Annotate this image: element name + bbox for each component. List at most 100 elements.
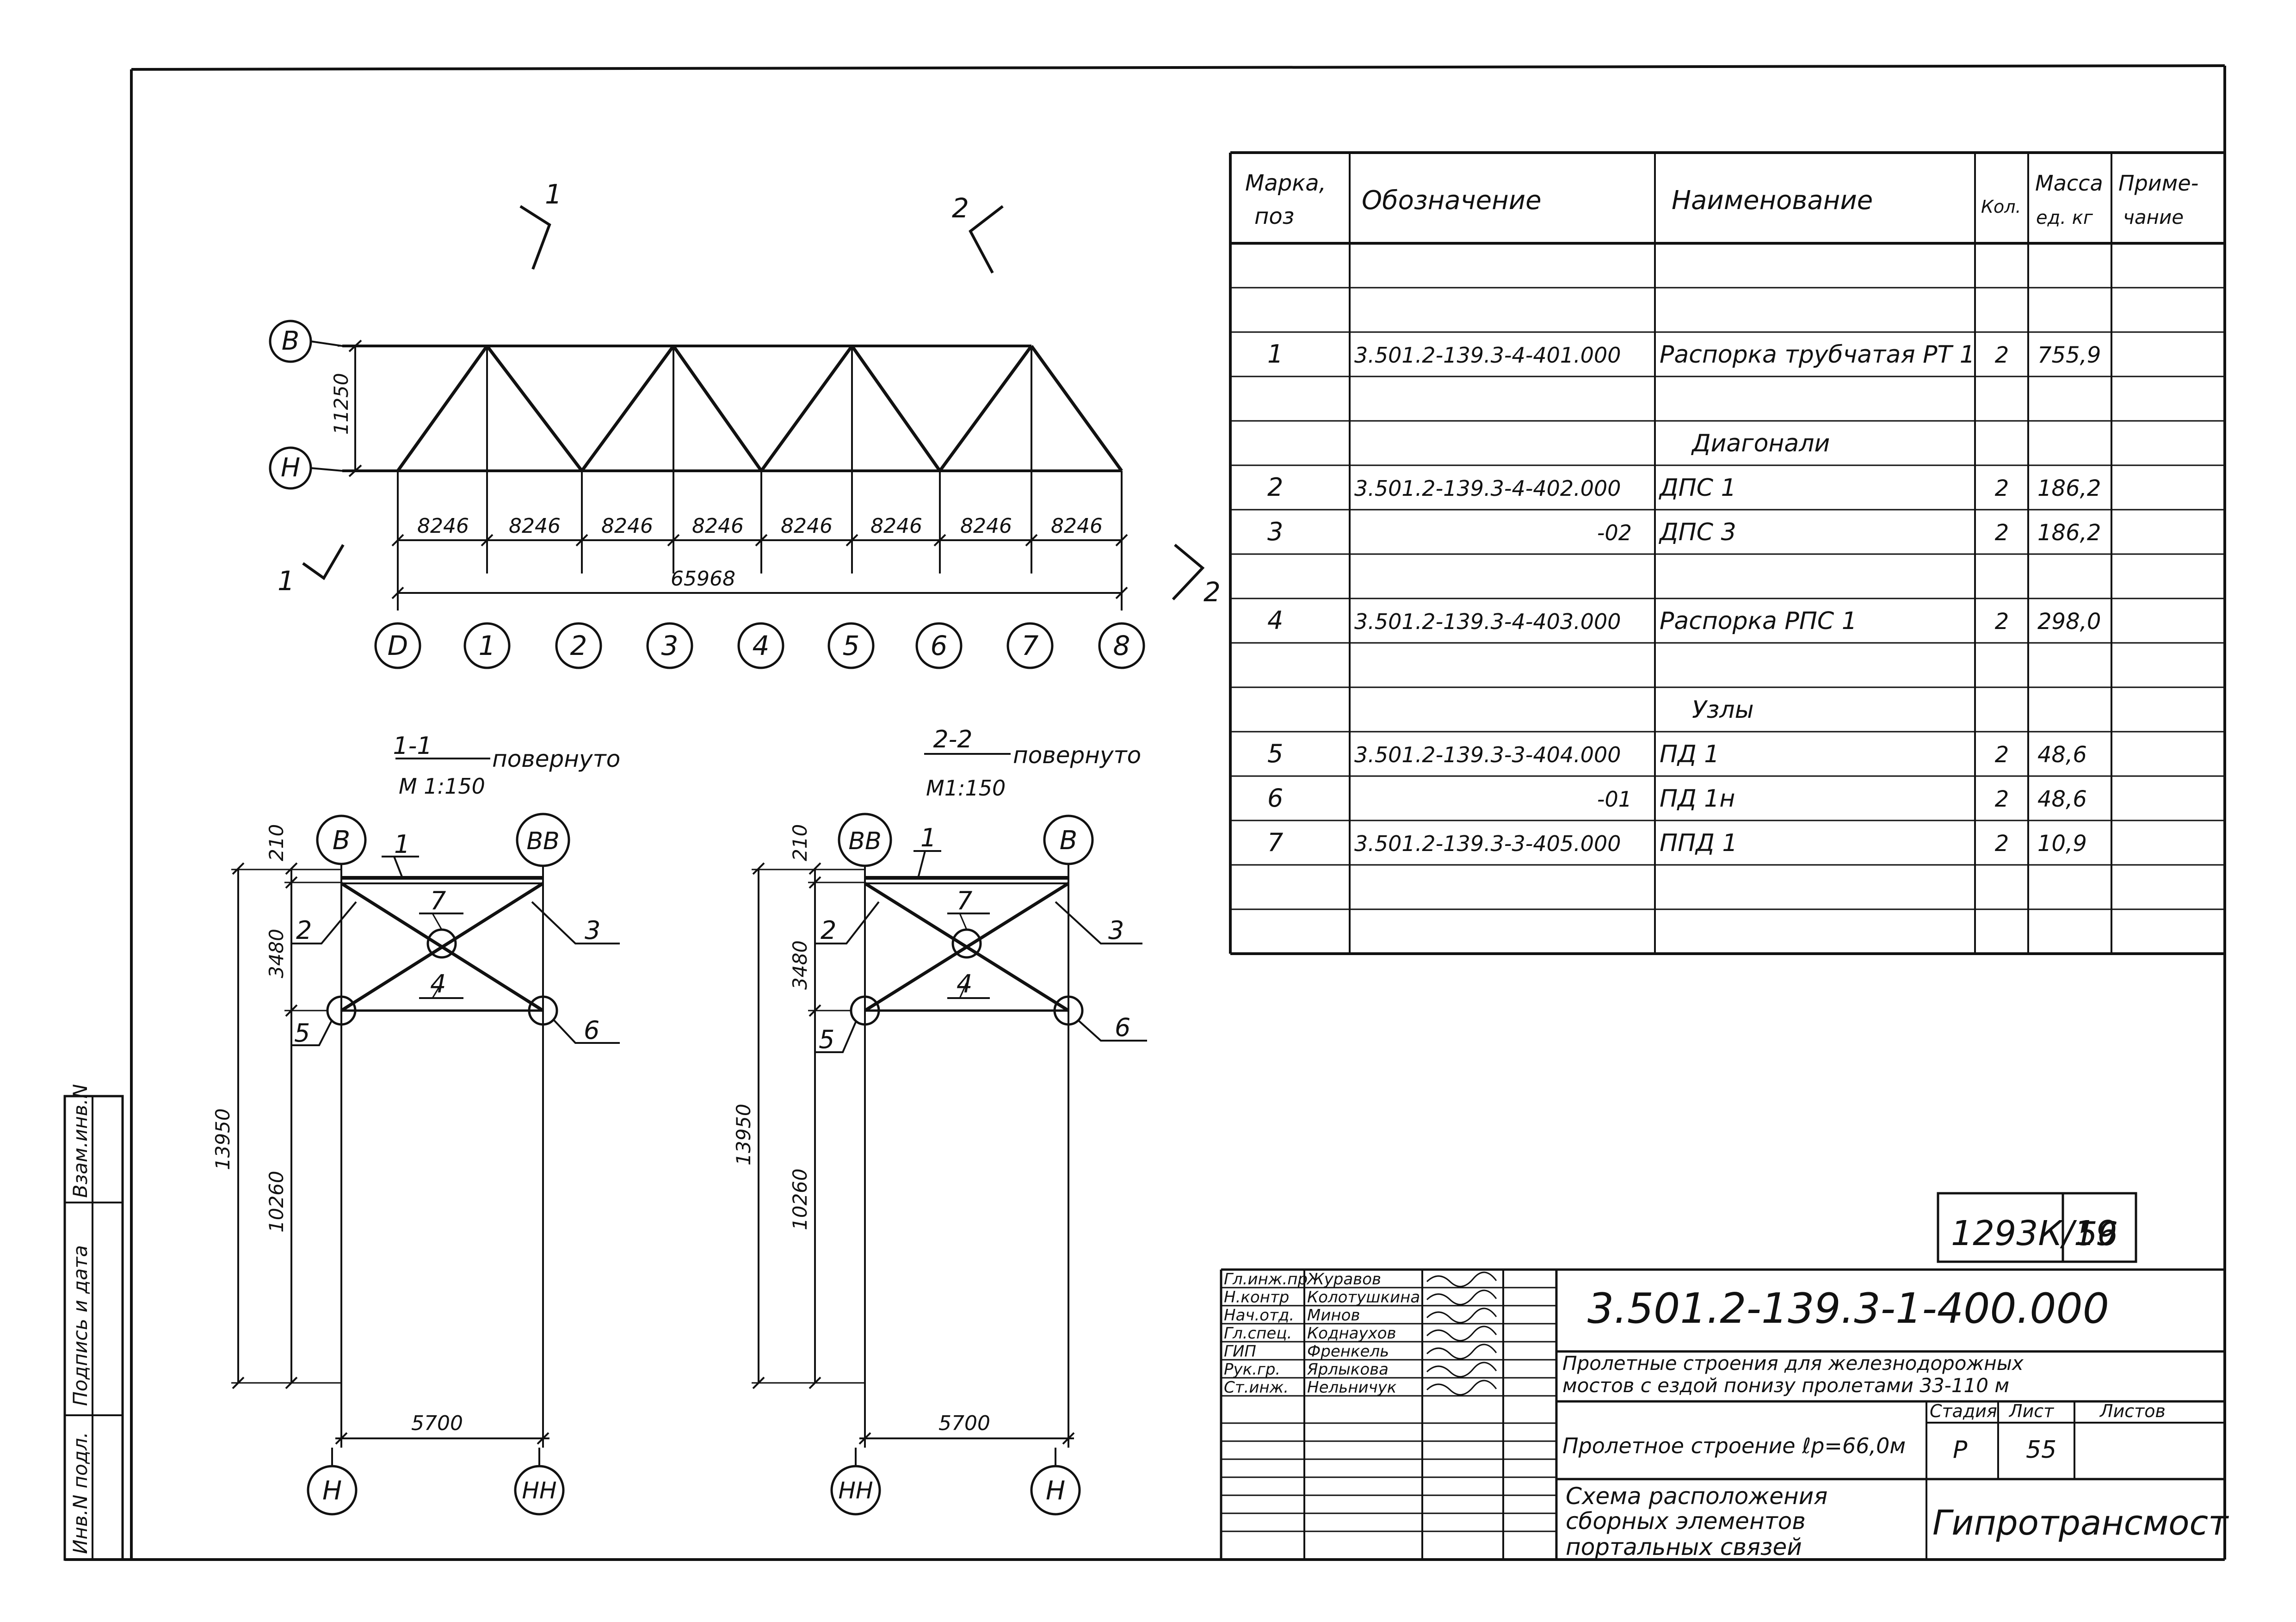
spec-cell-mass: 48,6 (2037, 742, 2087, 768)
project-title-line-1: Пролетные строения для железнодорожных (1562, 1352, 2024, 1375)
side-stamp-replace-inv: Взам.инв.N (69, 1084, 92, 1198)
spec-cell-qty: 2 (1995, 520, 2009, 546)
section-2-callout-3: 3 (1108, 916, 1124, 945)
spec-cell-designation: -02 (1597, 520, 1632, 545)
section-2-callout-7: 7 (957, 886, 972, 915)
spec-cell-designation: 3.501.2-139.3-4-401.000 (1354, 343, 1621, 368)
spec-cell-designation: 3.501.2-139.3-4-402.000 (1354, 476, 1621, 501)
signature-icon (1426, 1307, 1497, 1324)
spec-cell-name: Распорка трубчатая РТ 1 (1660, 341, 1975, 369)
staff-row: ГИП Френкель (1224, 1342, 1497, 1361)
section-1-title: 1-1 (393, 732, 432, 760)
sheet-label: Лист (2008, 1401, 2055, 1421)
row-axis-h: Н (281, 453, 300, 483)
axis-bubble-d: D (388, 630, 408, 661)
section-1-axis-b: В (333, 826, 350, 856)
archive-number: 1293К/19 (1951, 1214, 2117, 1253)
section-2-callout-4: 4 (957, 969, 972, 999)
section-2-dim-10260: 10260 (789, 1168, 811, 1230)
section-2-callout-2: 2 (821, 916, 836, 945)
section-2-dim-210: 210 (789, 824, 811, 861)
axis-bubble-2: 2 (570, 630, 587, 661)
section-1-title-suffix: повернуто (492, 746, 620, 772)
axis-bubble-8: 8 (1113, 630, 1130, 661)
section-2-callout-1: 1 (920, 823, 936, 852)
spec-table-row: 1 3.501.2-139.3-4-401.000 Распорка трубчат… (1267, 339, 2101, 369)
spec-cell-mass: 48,6 (2037, 786, 2087, 812)
staff-row: Ст.инж.Нельничук (1224, 1378, 1497, 1397)
signature-icon (1426, 1326, 1497, 1342)
section-1-scale: М 1:150 (399, 774, 485, 799)
axis-bubble-5: 5 (843, 630, 860, 661)
spec-table-row: Диагонали (1691, 430, 1830, 457)
drawing-title-line-2: сборных элементов (1566, 1508, 1806, 1535)
spec-cell-mass: 186,2 (2037, 475, 2101, 501)
spec-header-note-a: Приме- (2118, 171, 2198, 196)
spec-cell-mark: 1 (1267, 339, 1283, 369)
spec-header-mass-b: ед. кг (2036, 207, 2093, 228)
signature-icon (1426, 1289, 1497, 1306)
spec-cell-mass: 186,2 (2037, 520, 2101, 546)
spec-cell-designation: -01 (1597, 787, 1632, 812)
spec-cell-mark: 4 (1267, 606, 1283, 635)
staff-role: Гл.спец. (1224, 1324, 1292, 1343)
staff-role: ГИП (1224, 1342, 1256, 1361)
section-2-2: 2-2 повернуто М1:150 ВВ В 210 (732, 726, 1147, 1516)
sheet-value: 55 (2026, 1436, 2056, 1464)
axis-bubble-7: 7 (1022, 630, 1039, 661)
sheet-frame (65, 64, 2226, 1561)
spec-cell-name: Распорка РПС 1 (1660, 607, 1857, 635)
spec-cell-name: ПД 1 (1660, 740, 1719, 768)
spec-cell-designation: 3.501.2-139.3-3-404.000 (1354, 742, 1621, 767)
staff-name: Ярлыкова (1307, 1360, 1389, 1379)
signature-icon (1426, 1362, 1497, 1378)
panel-dim-1: 8246 (417, 514, 469, 538)
signature-icon (1426, 1344, 1497, 1360)
section-1-callout-5: 5 (294, 1018, 310, 1048)
side-stamp-inv-no: Инв.N подл. (69, 1432, 92, 1554)
section-2-dim-13950: 13950 (732, 1104, 755, 1166)
staff-name: Журавов (1306, 1270, 1381, 1289)
spec-cell-mark: 7 (1267, 828, 1283, 857)
staff-name: Френкель (1307, 1342, 1389, 1361)
spec-table-row: Узлы (1692, 696, 1754, 724)
section-2-width-dim: 5700 (938, 1412, 990, 1435)
section-2-axis-b: В (1060, 826, 1077, 856)
panel-dim-4: 8246 (692, 514, 744, 538)
spec-cell-name: Диагонали (1691, 430, 1830, 457)
section-1-callout-6: 6 (584, 1016, 599, 1045)
spec-cell-name: ДПС 3 (1659, 518, 1736, 546)
spec-cell-mark: 3 (1267, 517, 1283, 546)
spec-header-qty: Кол. (1981, 197, 2021, 217)
spec-cell-qty: 2 (1995, 475, 2009, 501)
section-1-callout-7: 7 (430, 886, 446, 915)
staff-row: Нач.отд.Минов (1224, 1306, 1497, 1325)
spec-cell-qty: 2 (1995, 742, 2009, 768)
section-1-axis-hh: НН (522, 1477, 556, 1504)
section-1-callout-3: 3 (585, 916, 600, 945)
side-stamp: Взам.инв.N Подпись и дата Инв.N подл. (63, 1084, 124, 1561)
spec-cell-designation: 3.501.2-139.3-3-405.000 (1354, 831, 1621, 856)
spec-cell-qty: 2 (1995, 342, 2009, 368)
spec-header-mass-a: Масса (2035, 171, 2103, 196)
section-1-1: 1-1 повернуто М 1:150 В ВВ (211, 732, 620, 1516)
panel-dim-5: 8246 (781, 514, 833, 538)
spec-cell-name: ПД 1н (1660, 785, 1735, 813)
section-1-dim-3480: 3480 (265, 929, 288, 978)
spec-cell-qty: 2 (1995, 786, 2009, 812)
spec-header-mark-a: Марка, (1245, 170, 1326, 196)
row-axis-b: В (282, 326, 299, 356)
staff-role: Н.контр (1224, 1288, 1289, 1307)
signature-icon (1426, 1380, 1497, 1396)
section-1-axis-h: Н (322, 1476, 342, 1506)
axis-bubble-4: 4 (753, 630, 770, 661)
sheets-label: Листов (2099, 1401, 2166, 1421)
section-2-dim-3480: 3480 (789, 940, 811, 990)
spec-table-grid (1229, 151, 2226, 955)
section-1-dim-13950: 13950 (211, 1108, 234, 1170)
section-2-title-suffix: повернуто (1013, 742, 1141, 769)
